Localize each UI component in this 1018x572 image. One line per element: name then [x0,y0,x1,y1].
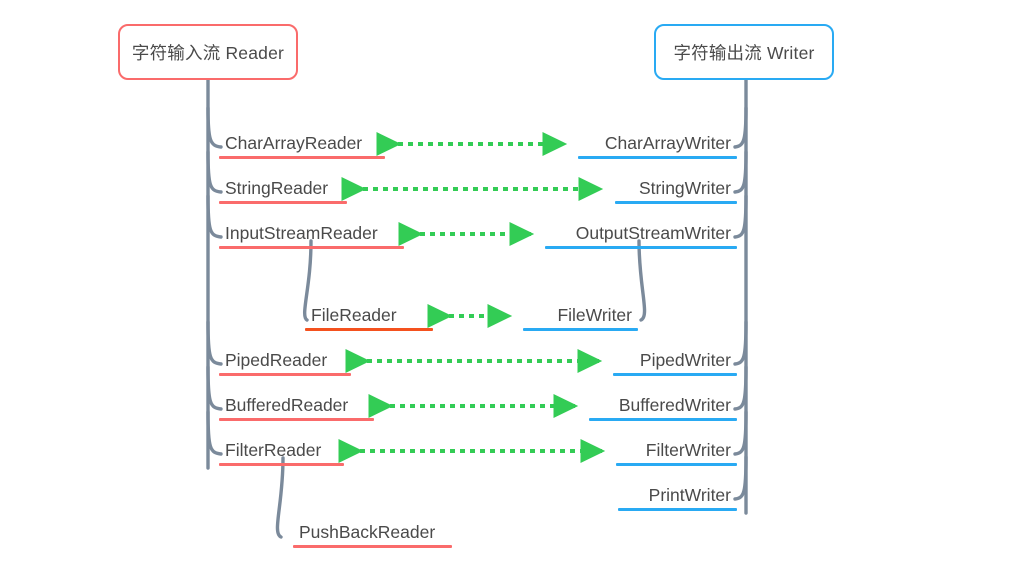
root-node-reader-label: 字符输入流 Reader [131,42,285,63]
node-inputstreamreader[interactable]: InputStreamReader [219,220,404,252]
node-bufferedreader[interactable]: BufferedReader [219,392,374,424]
node-outputstreamwriter-rule [545,246,737,249]
node-filereader-label: FileReader [311,305,397,325]
node-pipedreader-label: PipedReader [225,350,328,370]
node-pipedwriter-rule [613,373,737,376]
subbranch-outputstreamwriter-filewriter [637,239,647,322]
node-bufferedwriter-rule [589,418,737,421]
node-chararrayreader[interactable]: CharArrayReader [219,130,385,162]
node-filterwriter-rule [616,463,737,466]
node-printwriter-rule [618,508,737,511]
node-pushbackreader-rule [293,545,452,548]
node-filewriter-rule [523,328,638,331]
root-node-writer[interactable]: 字符输出流 Writer [654,24,834,80]
node-pipedwriter-label: PipedWriter [639,350,731,370]
node-chararrayreader-rule [219,156,385,159]
reader-subtrunk-group [275,239,313,539]
node-filereader[interactable]: FileReader [305,302,433,334]
node-stringreader[interactable]: StringReader [219,175,347,207]
node-filterreader[interactable]: FilterReader [219,437,344,469]
node-filewriter-label: FileWriter [557,305,632,325]
subbranch-filterreader-pushbackreader [275,456,285,539]
correspondence-arrows [338,131,606,463]
node-stringwriter-label: StringWriter [638,178,731,198]
root-node-writer-label: 字符输出流 Writer [673,42,815,63]
node-bufferedwriter-label: BufferedWriter [618,395,731,415]
node-filterwriter[interactable]: FilterWriter [616,437,737,469]
node-bufferedreader-label: BufferedReader [225,395,349,415]
node-bufferedreader-rule [219,418,374,421]
node-chararraywriter[interactable]: CharArrayWriter [578,130,737,162]
node-pushbackreader-label: PushBackReader [299,522,436,542]
node-chararraywriter-label: CharArrayWriter [604,133,731,153]
node-printwriter-label: PrintWriter [648,485,731,505]
node-filterreader-rule [219,463,344,466]
node-stringreader-rule [219,201,347,204]
node-filterreader-label: FilterReader [225,440,322,460]
node-filterwriter-label: FilterWriter [645,440,731,460]
node-pushbackreader[interactable]: PushBackReader [293,519,452,551]
node-stringreader-label: StringReader [225,178,329,198]
root-node-reader[interactable]: 字符输入流 Reader [118,24,298,80]
writer-subtrunk-group [637,239,647,322]
node-filewriter[interactable]: FileWriter [523,302,638,334]
node-stringwriter-rule [615,201,737,204]
node-outputstreamwriter-label: OutputStreamWriter [575,223,731,243]
node-bufferedwriter[interactable]: BufferedWriter [589,392,737,424]
node-filereader-rule [305,328,433,331]
node-inputstreamreader-rule [219,246,404,249]
node-chararrayreader-label: CharArrayReader [225,133,363,153]
node-pipedwriter[interactable]: PipedWriter [613,347,737,379]
node-stringwriter[interactable]: StringWriter [615,175,737,207]
node-outputstreamwriter[interactable]: OutputStreamWriter [545,220,737,252]
node-pipedreader-rule [219,373,351,376]
node-printwriter[interactable]: PrintWriter [618,482,737,514]
node-inputstreamreader-label: InputStreamReader [225,223,378,243]
node-pipedreader[interactable]: PipedReader [219,347,351,379]
node-chararraywriter-rule [578,156,737,159]
